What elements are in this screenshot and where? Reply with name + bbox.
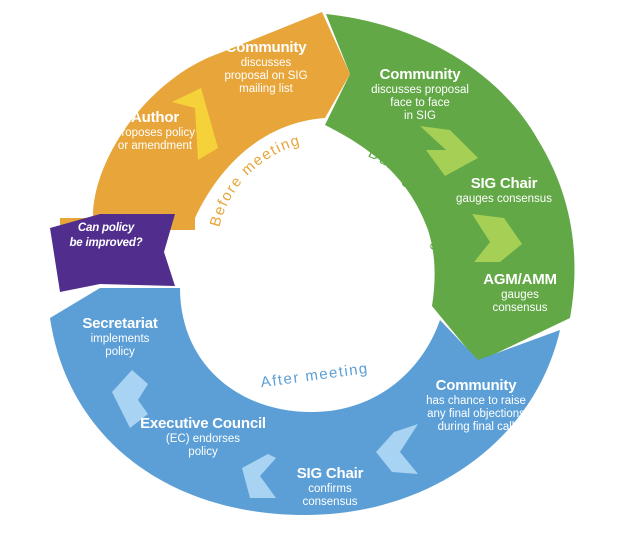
step-text: confirms <box>308 482 352 495</box>
step-title: Community <box>225 39 307 56</box>
step-title: SIG Chair <box>296 465 364 482</box>
chevron-during-2-icon <box>472 214 522 262</box>
step-title: Author <box>131 109 179 126</box>
step-text: during final call <box>437 420 515 433</box>
step-executive-council: Executive Council (EC) endorses policy <box>128 415 278 459</box>
step-title: be improved? <box>69 236 143 249</box>
step-title: SIG Chair <box>470 175 538 192</box>
step-community-face-to-face: Community discusses proposal face to fac… <box>360 66 480 122</box>
step-text: proposes policy <box>115 126 195 139</box>
chevron-after-1-icon <box>376 424 418 474</box>
step-secretariat: Secretariat implements policy <box>65 315 175 359</box>
step-text: gauges <box>501 288 539 301</box>
step-text: implements <box>90 332 150 345</box>
step-title: Can policy <box>77 222 135 234</box>
chevron-during-1-icon <box>420 126 478 176</box>
step-text: discusses <box>240 56 292 69</box>
step-title: AGM/AMM <box>483 271 557 288</box>
step-agm-amm: AGM/AMM gauges consensus <box>470 271 570 315</box>
chevron-after-2-icon <box>242 454 276 498</box>
step-text: has chance to raise <box>426 394 526 407</box>
step-title: Community <box>435 377 517 394</box>
during-meeting-segment <box>325 14 575 362</box>
step-community-mailing-list: Community discusses proposal on SIG mail… <box>206 39 326 95</box>
step-sig-chair-confirms: SIG Chair confirms consensus <box>280 465 380 509</box>
chevron-after-3-icon <box>112 370 148 428</box>
phase-label-after: After meeting <box>260 360 370 391</box>
step-title: Community <box>379 66 461 83</box>
step-text: consensus <box>302 495 358 508</box>
step-sig-chair-gauges: SIG Chair gauges consensus <box>444 175 564 206</box>
can-improve-segment <box>50 214 175 292</box>
step-text: or amendment <box>117 139 193 152</box>
step-text: proposal on SIG <box>224 69 308 82</box>
step-text: consensus <box>492 301 548 314</box>
step-text: (EC) endorses <box>165 432 241 445</box>
step-text: policy <box>188 445 218 458</box>
step-text: gauges consensus <box>456 192 552 205</box>
after-meeting-segment <box>50 288 560 515</box>
step-author: Author proposes policy or amendment <box>100 109 210 153</box>
step-text: any final objections <box>427 407 525 420</box>
chevron-before-icon <box>172 88 218 160</box>
step-text: mailing list <box>239 82 293 95</box>
step-text: policy <box>105 345 135 358</box>
step-text: discusses proposal <box>371 83 469 96</box>
step-title: Secretariat <box>82 315 158 332</box>
step-title: Executive Council <box>140 415 266 432</box>
step-text: face to face <box>390 96 450 109</box>
step-community-final-call: Community has chance to raise any final … <box>410 377 542 433</box>
step-can-policy-be-improved: Can policy be improved? <box>56 221 156 251</box>
step-text: in SIG <box>404 109 436 122</box>
